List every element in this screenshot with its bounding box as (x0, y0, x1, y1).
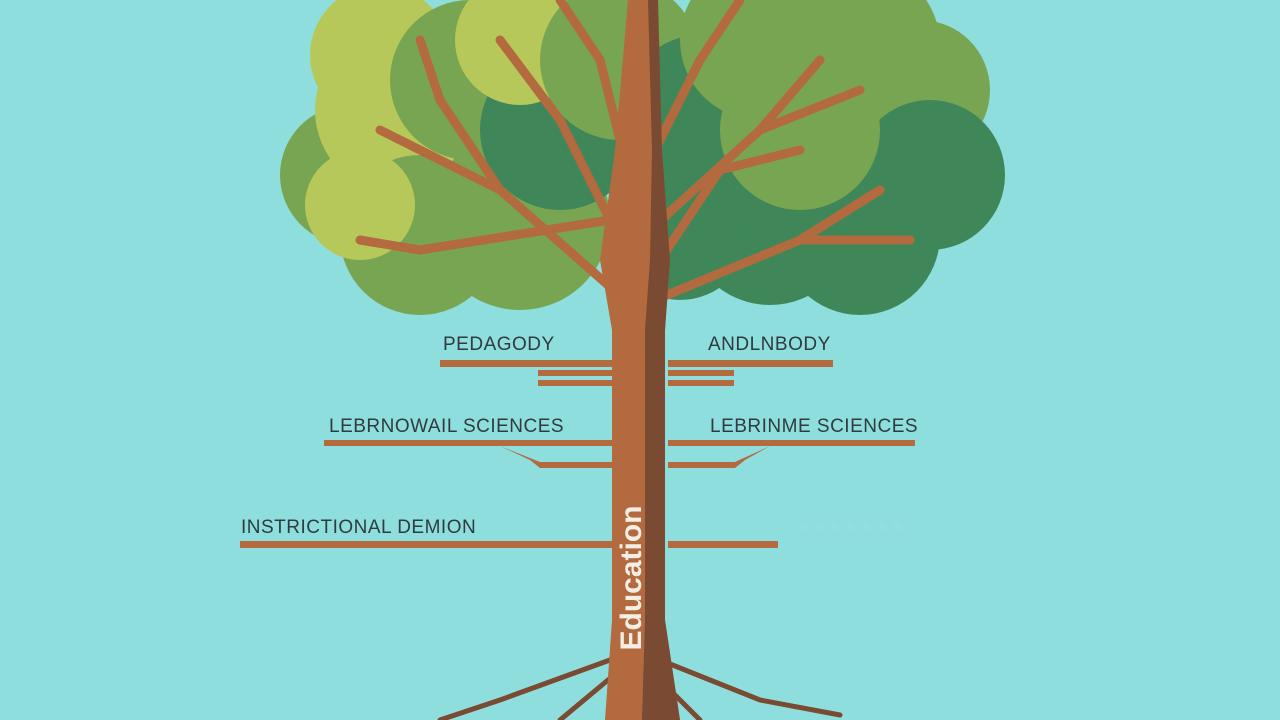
label-learning-sciences-right: LEBRINME SCIENCES (710, 416, 919, 437)
root (437, 657, 613, 720)
label-instructional-design: INSTRICTIONAL DEMION (241, 517, 477, 538)
branch-bars (240, 360, 915, 548)
branch (435, 95, 505, 195)
root (657, 657, 843, 718)
foliage (280, 0, 1005, 315)
branch (640, 0, 745, 175)
bar-connector (500, 446, 612, 468)
bar-connector (668, 446, 770, 468)
branch (755, 55, 825, 135)
branch (655, 145, 805, 265)
branch (795, 185, 885, 245)
bar-pedagogy (440, 360, 612, 367)
trunk-label-education: Education (615, 505, 648, 651)
bar-instructional-design-right (668, 541, 778, 548)
trunk-shadow (642, 0, 680, 720)
bar-learning-sciences-right (668, 440, 915, 446)
foliage-blob (305, 150, 415, 260)
faint-label: - - - - - - - (800, 518, 903, 535)
bar-connector (538, 370, 612, 376)
bar-instructional-design (240, 541, 612, 548)
bar-andragogy (668, 360, 833, 367)
bar-connector (538, 380, 612, 386)
branches (355, 0, 915, 305)
foliage-blob (720, 50, 880, 210)
label-pedagogy: PEDAGODY (443, 334, 555, 355)
label-learning-sciences-left: LEBRNOWAIL SCIENCES (329, 416, 565, 437)
branch (355, 215, 615, 255)
branch (415, 35, 445, 105)
bar-connector (668, 370, 734, 376)
bar-connector (668, 380, 734, 386)
bar-learning-sciences-left (324, 440, 612, 446)
branch (495, 35, 620, 235)
label-andragogy: ANDLNBODY (708, 334, 831, 355)
